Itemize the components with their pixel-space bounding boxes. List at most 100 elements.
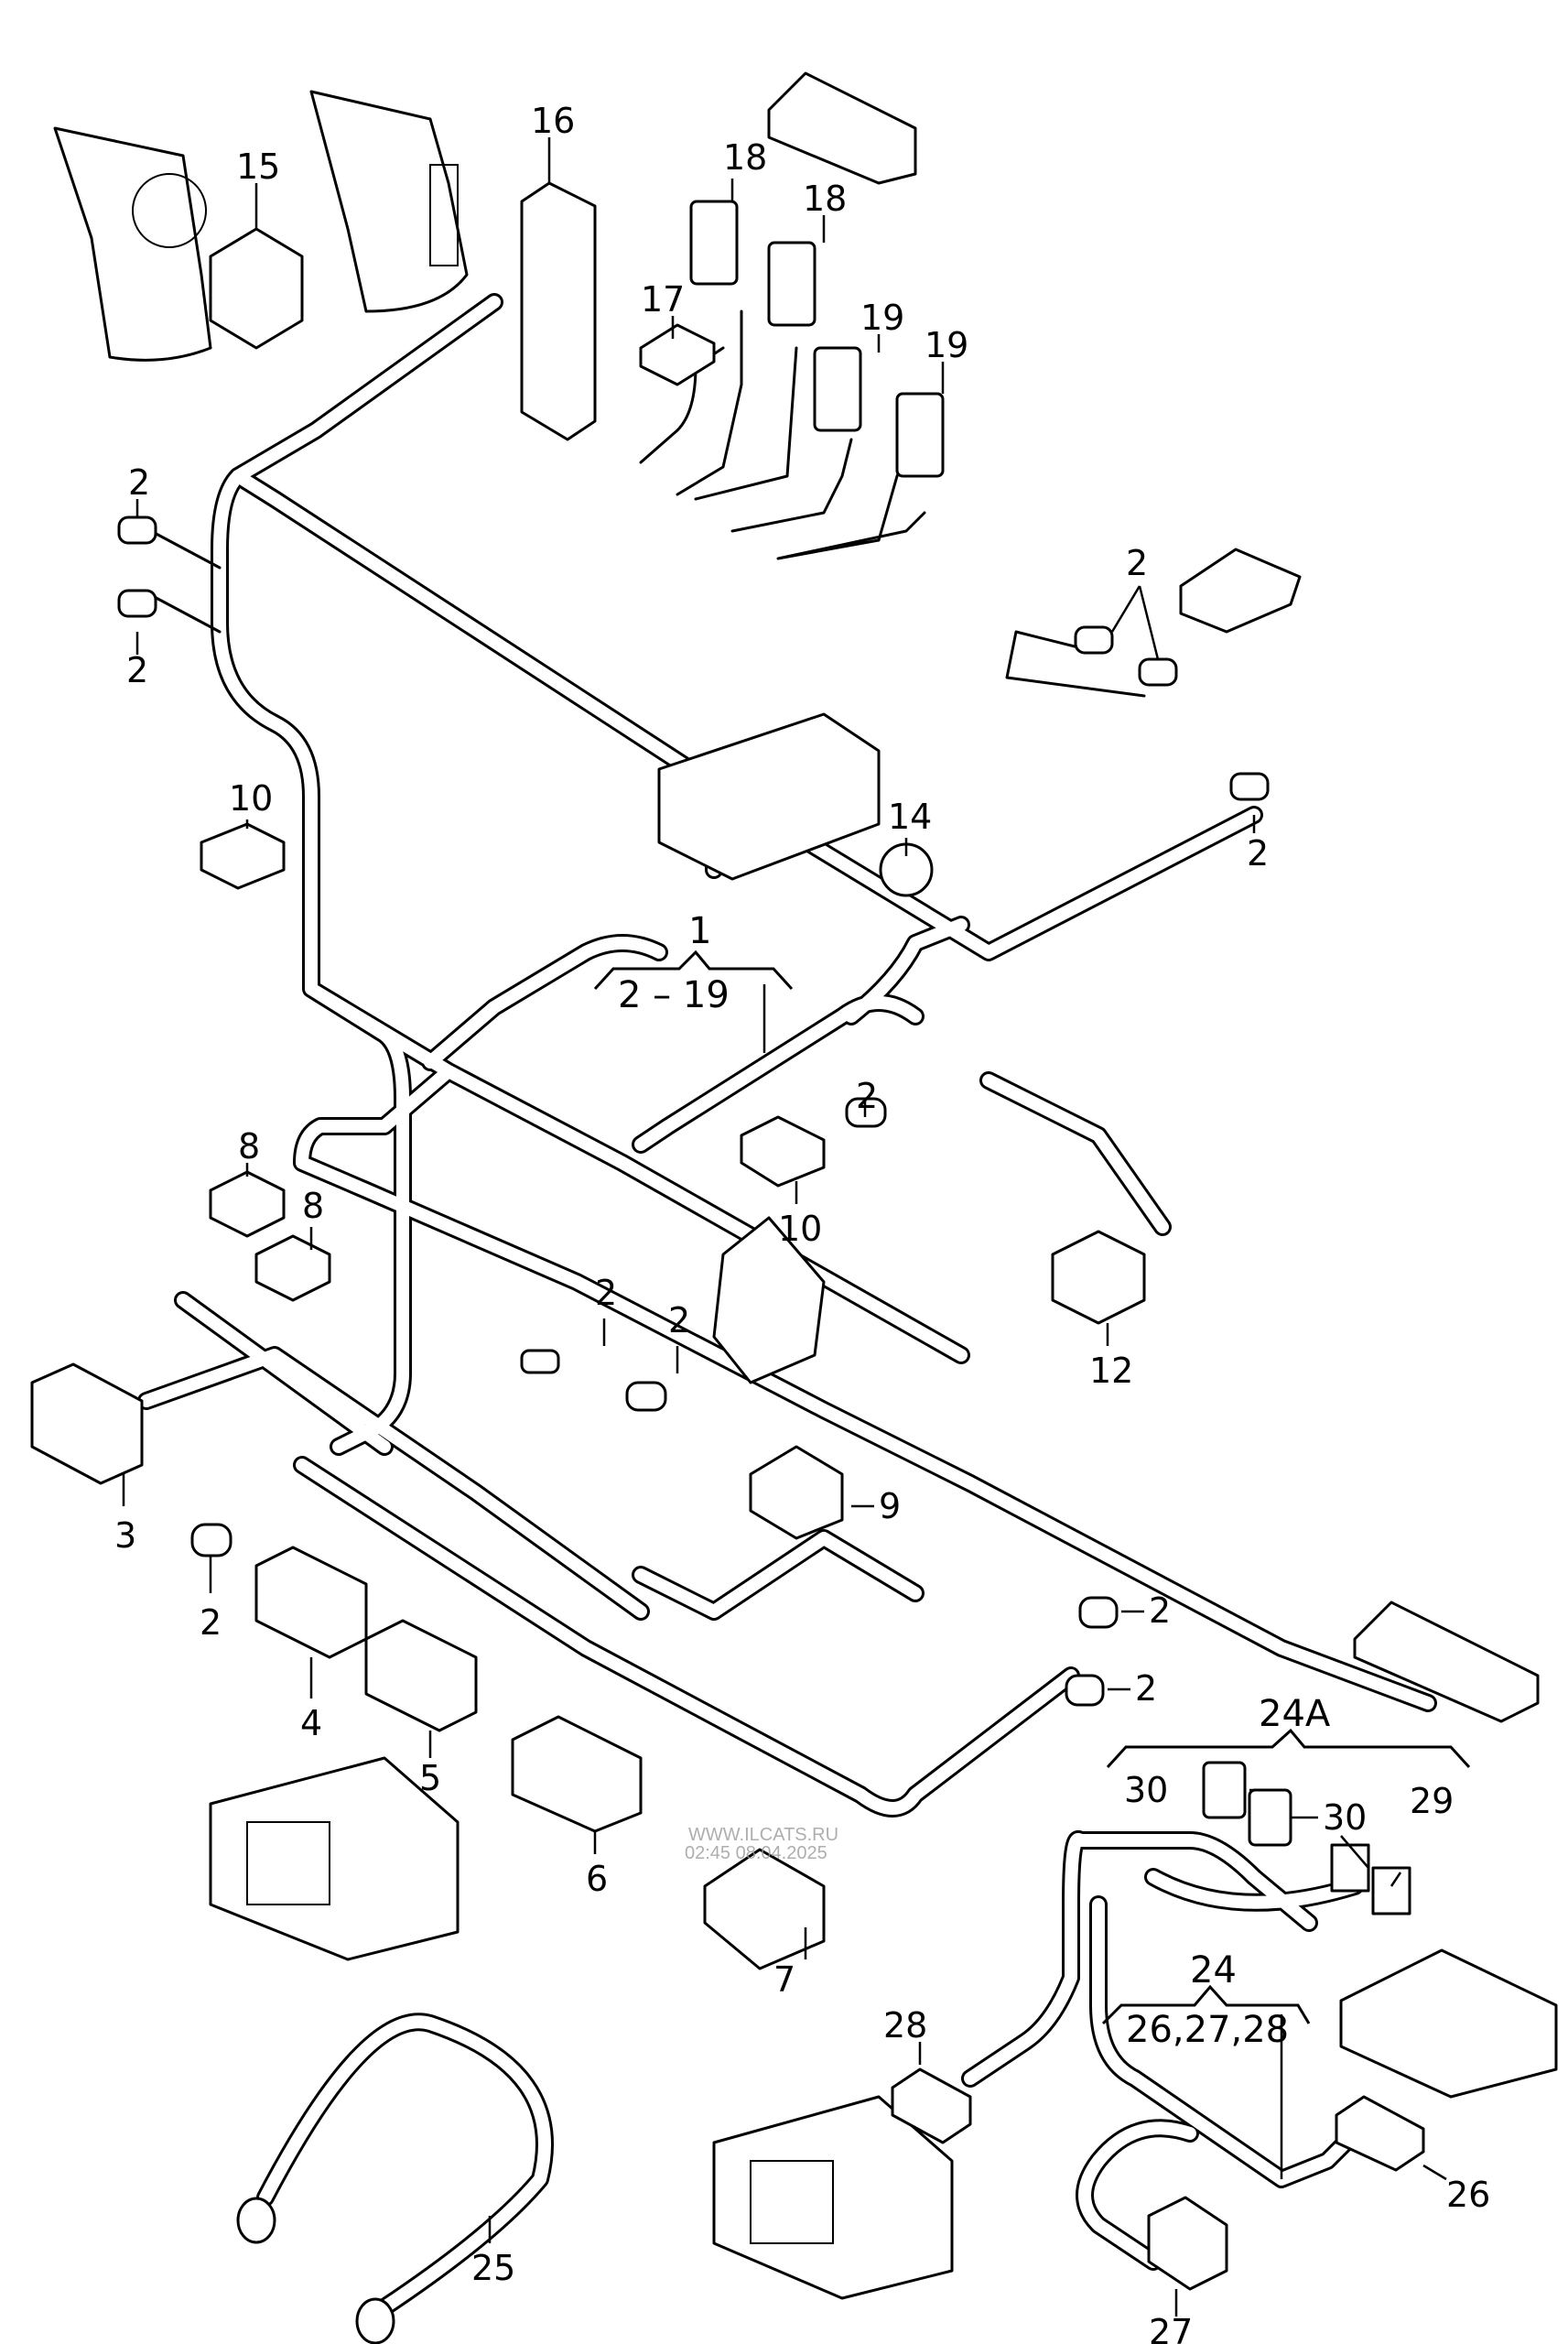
callout-8a: 8 — [238, 1126, 260, 1167]
connector-3 — [30, 1362, 144, 1485]
callout-2b: 2 — [126, 650, 148, 690]
callout-14: 14 — [888, 797, 932, 837]
callout-25: 25 — [471, 2248, 515, 2288]
clip-8a — [209, 1170, 286, 1238]
watermark-site: WWW.ILCATS.RU — [688, 1825, 838, 1845]
watermark: WWW.ILCATS.RU 02:45 08.04.2025 — [685, 1825, 838, 1863]
callout-6: 6 — [586, 1859, 608, 1899]
cd-changer-box — [657, 712, 881, 881]
coax-plug-2d — [1138, 657, 1178, 687]
antenna-module — [1179, 548, 1302, 634]
callout-18a: 18 — [723, 137, 767, 178]
radio-unit-right-screen — [750, 2160, 834, 2244]
components — [30, 71, 1558, 2300]
speaker-housing-center-detail — [429, 164, 459, 266]
callout-16: 16 — [531, 101, 575, 141]
connector-17 — [639, 323, 716, 386]
cable-25-plug-a — [236, 2197, 276, 2244]
connector-12 — [1051, 1230, 1146, 1325]
coax-plug-2b — [117, 589, 157, 618]
branch-wires-top — [149, 309, 1146, 698]
callout-10b: 10 — [778, 1209, 822, 1249]
callout-26: 26 — [1446, 2175, 1490, 2215]
coax-plug-2c — [1074, 625, 1114, 655]
coax-plug-2j — [1078, 1596, 1119, 1629]
coax-plug-2k — [1065, 1674, 1105, 1707]
coax-plug-2g — [190, 1523, 232, 1557]
callout-5: 5 — [419, 1758, 441, 1798]
connector-29a — [1330, 1843, 1370, 1893]
connector-29b — [1371, 1866, 1411, 1915]
speaker-housing-center — [309, 90, 469, 313]
callout-12: 12 — [1089, 1351, 1133, 1391]
callout-2e: 2 — [856, 1076, 878, 1116]
coax-plug-2a — [117, 515, 157, 545]
connector-9 — [749, 1445, 844, 1540]
control-module-lower — [1353, 1601, 1540, 1723]
callouts: 15 16 18 18 17 19 19 2 2 2 2 10 14 2 10 … — [114, 101, 1490, 2344]
connector-28 — [891, 2067, 972, 2144]
brace-group-24a — [1106, 1728, 1471, 1769]
group-24-range: 26,27,28 — [1126, 2009, 1289, 2051]
callout-27: 27 — [1149, 2312, 1193, 2344]
connector-19a — [813, 346, 862, 432]
callout-2a: 2 — [128, 462, 150, 503]
callout-2i: 2 — [1149, 1590, 1171, 1631]
callout-30a: 30 — [1124, 1770, 1168, 1810]
group-labels: 1 2 – 19 24A 24 26,27,28 — [618, 910, 1331, 2051]
callout-10a: 10 — [229, 778, 273, 819]
brace-group-24 — [1101, 1984, 1311, 2025]
callout-7: 7 — [773, 1959, 795, 2000]
callout-2f: 2 — [595, 1273, 617, 1313]
connector-19b — [895, 392, 945, 478]
cable-25 — [236, 2013, 554, 2344]
coax-plug-2e — [1229, 772, 1270, 801]
leader-lines — [122, 137, 1447, 2317]
clip-8b — [254, 1234, 331, 1302]
connector-27 — [1147, 2196, 1228, 2291]
harness-24-trunk-fill — [964, 1832, 1361, 2268]
speaker-cone-left — [132, 173, 207, 248]
control-module-top — [767, 71, 917, 185]
connector-4 — [254, 1546, 368, 1659]
callout-2j: 2 — [1135, 1668, 1157, 1709]
connector-26 — [1335, 2095, 1425, 2172]
radio-unit-left — [209, 1756, 460, 1961]
callout-2g: 2 — [668, 1300, 690, 1340]
connector-15 — [209, 227, 304, 350]
cable-25-plug-b — [355, 2297, 395, 2344]
connector-18a — [689, 200, 739, 286]
radio-unit-left-screen — [246, 1821, 330, 1905]
connector-6 — [511, 1715, 643, 1833]
callout-15: 15 — [236, 146, 280, 187]
callout-2d: 2 — [1247, 833, 1269, 874]
group-24-label: 24 — [1190, 1949, 1237, 1991]
callout-19a: 19 — [860, 298, 904, 338]
callout-29: 29 — [1410, 1781, 1454, 1821]
watermark-timestamp: 02:45 08.04.2025 — [685, 1843, 827, 1863]
connector-18b — [767, 241, 816, 327]
harness-24 — [961, 1829, 1364, 2271]
connector-7 — [703, 1848, 826, 1970]
group-24a-label: 24A — [1259, 1693, 1331, 1735]
callout-18b: 18 — [803, 179, 847, 219]
callout-30b: 30 — [1323, 1797, 1367, 1838]
connector-30b — [1248, 1788, 1292, 1847]
group-1-range: 2 – 19 — [618, 974, 730, 1016]
callout-2h: 2 — [200, 1602, 222, 1643]
cd-box-lower — [1339, 1948, 1558, 2099]
group-1-label: 1 — [688, 910, 711, 952]
callout-8b: 8 — [302, 1186, 324, 1226]
connector-16 — [520, 181, 597, 441]
ecu-bracket — [712, 1216, 826, 1384]
clip-10a — [200, 822, 286, 890]
callout-28: 28 — [883, 2005, 927, 2046]
leader-lines-all — [122, 137, 1447, 2317]
speaker-housing-left — [53, 126, 212, 362]
connector-5 — [364, 1619, 478, 1732]
callout-19b: 19 — [925, 325, 968, 365]
brace-group-1 — [593, 950, 794, 991]
callout-4: 4 — [300, 1703, 322, 1743]
group-braces — [593, 950, 1471, 2025]
connector-30a — [1202, 1761, 1247, 1819]
